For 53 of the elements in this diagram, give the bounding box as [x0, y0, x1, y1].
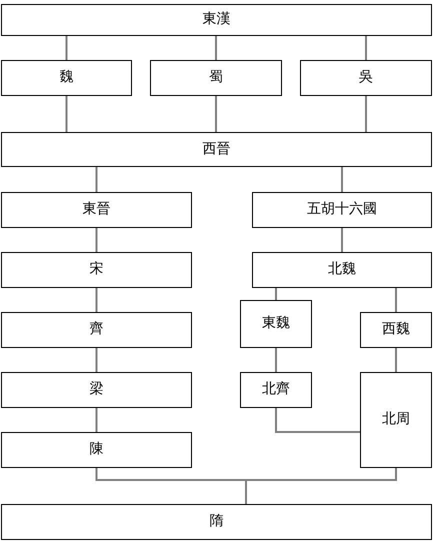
dynasty-name: 東漢	[202, 11, 230, 29]
connector-line	[96, 408, 98, 432]
connector-line	[365, 96, 367, 132]
dynasty-name: 陳	[90, 441, 104, 459]
connector-line	[395, 288, 397, 312]
connector-line	[215, 36, 217, 60]
dynasty-box	[1, 372, 192, 408]
connector-line	[341, 228, 343, 252]
connector-line	[341, 167, 343, 192]
dynasty-box	[1, 504, 432, 540]
dynasty-name: 吳	[359, 69, 373, 87]
dynasty-name: 五胡十六國	[307, 201, 377, 219]
dynasty-box	[300, 60, 432, 96]
connector-line	[96, 288, 98, 312]
dynasty-box	[1, 192, 192, 228]
dynasty-box	[1, 312, 192, 348]
dynasty-box	[360, 312, 432, 348]
connector-line	[96, 167, 98, 192]
connector-line	[96, 228, 98, 252]
dynasty-name: 魏	[60, 69, 74, 87]
connector-line	[215, 96, 217, 132]
connector-line	[395, 348, 397, 372]
connector-line	[275, 348, 277, 372]
connector-line	[96, 348, 98, 372]
dynasty-box	[252, 252, 432, 288]
dynasty-name: 東魏	[262, 315, 290, 333]
dynasty-name: 梁	[90, 381, 104, 399]
dynasty-name: 宋	[90, 261, 104, 279]
dynasty-box	[1, 4, 432, 36]
dynasty-box	[1, 252, 192, 288]
connector-line	[275, 288, 277, 300]
dynasty-box	[1, 132, 432, 167]
connector-line	[275, 408, 360, 433]
dynasty-box	[1, 432, 192, 468]
connector-line	[365, 36, 367, 60]
dynasty-box	[360, 372, 432, 468]
dynasty-box	[252, 192, 432, 228]
dynasty-name: 北齊	[262, 381, 290, 399]
dynasty-name: 東晉	[82, 201, 110, 219]
dynasty-name: 隋	[210, 513, 224, 531]
connector-line	[66, 36, 68, 60]
dynasty-name: 西晉	[202, 140, 230, 158]
dynasty-box	[150, 60, 282, 96]
dynasty-box	[1, 60, 132, 96]
dynasty-name: 齊	[90, 321, 104, 339]
dynasty-box	[240, 300, 312, 348]
dynasty-name: 西魏	[382, 321, 410, 339]
dynasty-box	[240, 372, 312, 408]
connector-line	[66, 96, 68, 132]
dynasty-name: 北周	[382, 411, 410, 429]
connector-line	[245, 468, 397, 504]
dynasty-name: 蜀	[209, 69, 223, 87]
dynasty-name: 北魏	[328, 261, 356, 279]
